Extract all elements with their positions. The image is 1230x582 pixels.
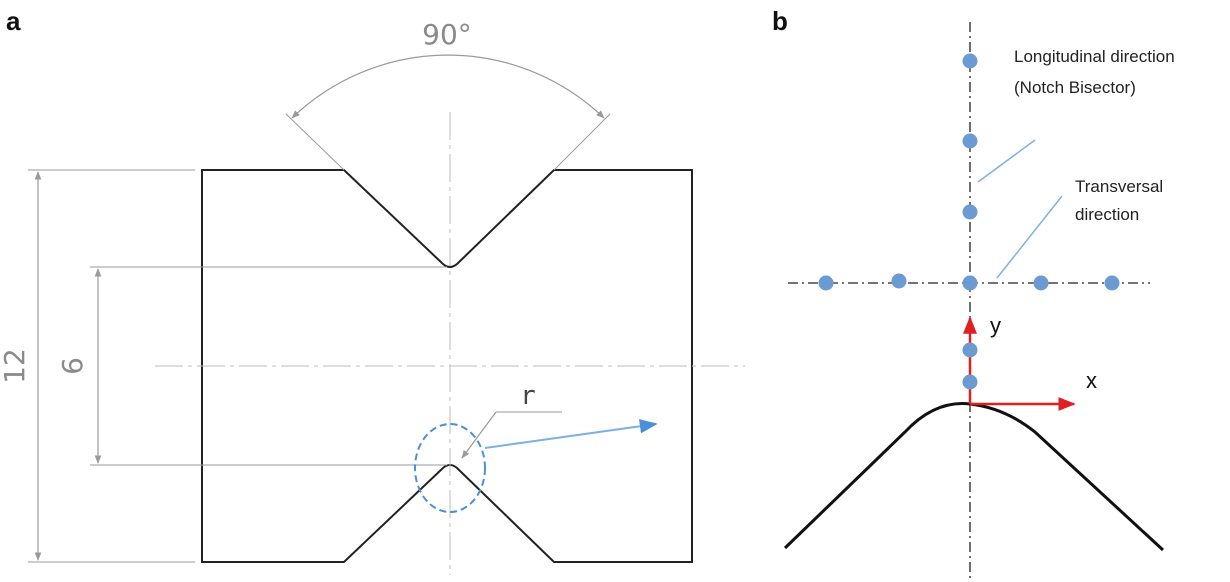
transversal-point — [818, 275, 834, 291]
transversal-point — [891, 273, 907, 289]
longitudinal-point — [962, 53, 978, 69]
angle-label: 90° — [422, 18, 472, 51]
longitudinal-direction-label: Longitudinal direction — [1014, 47, 1175, 66]
radius-label: r — [520, 381, 536, 411]
notch-gap-label: 6 — [56, 357, 89, 375]
radius-leader — [461, 411, 497, 459]
zoom-arrow — [484, 419, 658, 449]
transversal-point — [1033, 275, 1049, 291]
intersection-point — [962, 275, 978, 291]
panel-b: b y x Longitudinal direction (Notch Bise… — [772, 6, 1175, 578]
longitudinal-point — [962, 342, 978, 358]
panel-a-label: a — [6, 6, 21, 36]
notch-tip-highlight — [414, 423, 486, 513]
angle-extension-left — [285, 113, 345, 171]
longitudinal-point — [962, 133, 978, 149]
notch-profile — [783, 402, 1165, 552]
angle-arc — [291, 54, 605, 119]
transversal-leader — [996, 195, 1063, 279]
height-label: 12 — [0, 348, 31, 384]
notch-bisector-label: (Notch Bisector) — [1014, 78, 1136, 97]
panel-a: a 90° 12 6 r — [0, 6, 745, 575]
transversal-label: Transversal — [1075, 177, 1163, 196]
longitudinal-leader — [977, 139, 1036, 183]
angle-extension-right — [553, 113, 611, 171]
longitudinal-point — [962, 204, 978, 220]
specimen-outline — [201, 169, 693, 563]
transversal-direction-label: direction — [1075, 205, 1139, 224]
y-axis-label: y — [990, 313, 1001, 338]
panel-b-label: b — [772, 6, 788, 36]
x-axis-label: x — [1086, 368, 1097, 393]
transversal-point — [1104, 275, 1120, 291]
longitudinal-point — [962, 374, 978, 390]
